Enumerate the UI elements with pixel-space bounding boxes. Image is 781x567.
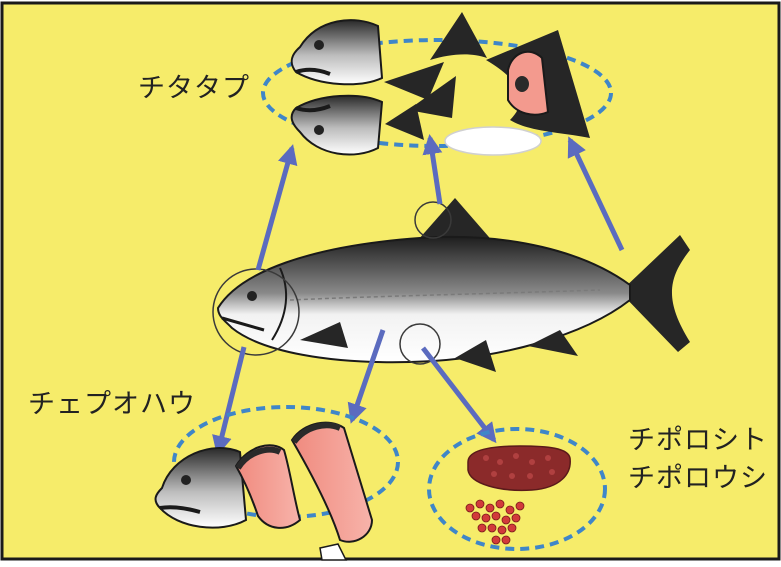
bottom-right-group-label-line2: チポロウシ: [628, 456, 768, 495]
bottom-right-group-label-line1: チポロシト: [628, 418, 768, 457]
bottom-left-group-label: チェプオハウ: [28, 382, 196, 421]
salmon-steak-icon: [508, 52, 548, 115]
top-group-label: チタタプ: [138, 66, 250, 105]
